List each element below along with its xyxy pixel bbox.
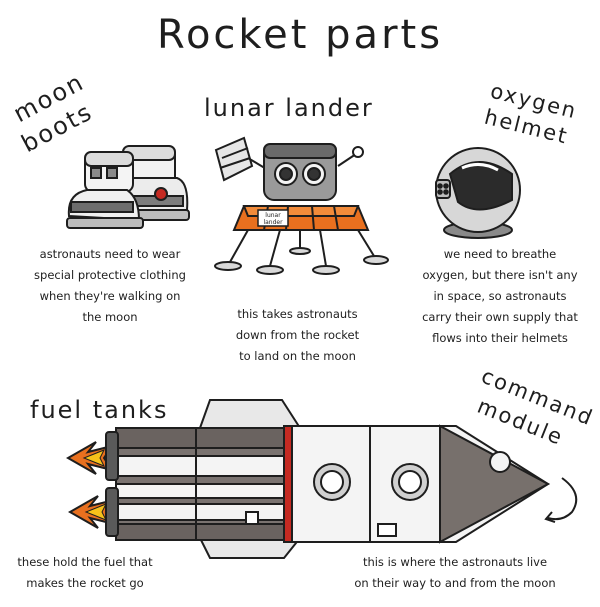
moon-boots-caption-line2: special protective clothing [34, 268, 186, 282]
rocket-red-band [283, 425, 293, 543]
moon-boot-front [66, 151, 144, 229]
page-title: Rocket parts [156, 12, 444, 58]
moon-boot-back [117, 145, 190, 221]
lunar-lander-caption-line1: this takes astronauts [237, 307, 358, 321]
rocket-command-module [291, 424, 551, 544]
fuel-tanks-caption: these hold the fuel that makes the rocke… [0, 552, 170, 594]
lunar-lander-heading: lunar lander [204, 94, 374, 122]
oxygen-helmet-caption: we need to breathe oxygen, but there isn… [400, 244, 600, 349]
rocket-illustration [65, 399, 578, 559]
lander-badge-line1: lunar [265, 212, 281, 219]
command-module-caption: this is where the astronauts live on the… [320, 552, 590, 594]
rocket-top-fin [198, 399, 302, 429]
oxygen-helmet-caption-line2: oxygen, but there isn't any [422, 268, 578, 282]
lunar-lander-illustration: lunar lander [214, 136, 389, 275]
command-module-caption-line2: on their way to and from the moon [354, 576, 556, 590]
lander-top-module [263, 143, 337, 201]
fuel-tanks-caption-line2: makes the rocket go [26, 576, 144, 590]
oxygen-helmet-illustration [435, 147, 521, 239]
command-module-pointer-arrow [547, 477, 578, 521]
moon-boots-caption-line1: astronauts need to wear [39, 247, 181, 261]
command-module-caption-line1: this is where the astronauts live [362, 555, 548, 569]
lunar-lander-caption-line2: down from the rocket [235, 328, 360, 342]
lander-legs [214, 229, 389, 275]
fuel-tanks-caption-line1: these hold the fuel that [17, 555, 153, 569]
oxygen-helmet-caption-line3: in space, so astronauts [433, 289, 567, 303]
rocket-flame-top [65, 441, 115, 475]
lander-antenna [214, 136, 269, 182]
oxygen-helmet-caption-line1: we need to breathe [443, 247, 557, 261]
lunar-lander-caption-line3: to land on the moon [239, 349, 356, 363]
lander-badge-line2: lander [263, 219, 283, 226]
moon-boots-caption: astronauts need to wear special protecti… [10, 244, 210, 328]
fuel-tanks-heading: fuel tanks [30, 396, 169, 424]
oxygen-helmet-caption-line5: flows into their helmets [432, 331, 568, 345]
lunar-lander-caption: this takes astronauts down from the rock… [195, 304, 400, 367]
moon-boots-caption-line3: when they're walking on [39, 289, 181, 303]
moon-boots-illustration [66, 145, 190, 229]
lander-descent-stage [232, 205, 370, 231]
moon-boots-caption-line4: the moon [82, 310, 138, 324]
oxygen-helmet-caption-line4: carry their own supply that [422, 310, 578, 324]
rocket-fuel-tanks [105, 427, 285, 541]
